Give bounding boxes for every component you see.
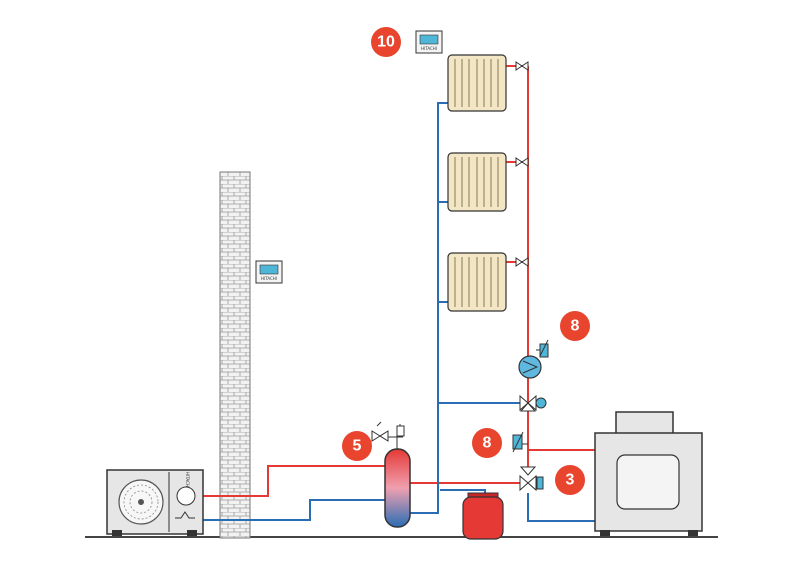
outdoor-unit-icon: HITACHI bbox=[106, 469, 204, 536]
radiator-icon bbox=[447, 252, 507, 312]
badge-thermostat-valve: 8 bbox=[472, 428, 502, 458]
svg-text:HITACHI: HITACHI bbox=[421, 46, 437, 51]
three-way-valve-icon bbox=[519, 466, 544, 492]
thermostat-icon bbox=[512, 431, 528, 453]
svg-text:8: 8 bbox=[571, 318, 580, 335]
radiator-icon bbox=[447, 152, 507, 212]
cold-pipes bbox=[202, 102, 595, 522]
svg-text:HITACHI: HITACHI bbox=[261, 276, 277, 281]
badge-buffer-tank: 5 bbox=[342, 431, 372, 461]
svg-text:8: 8 bbox=[483, 435, 492, 452]
safety-valve-icon bbox=[371, 421, 405, 449]
wall-controller-icon: HITACHI bbox=[255, 260, 283, 284]
svg-text:3: 3 bbox=[566, 472, 575, 489]
wall-icon bbox=[219, 171, 251, 539]
badge-boiler-valve: 3 bbox=[555, 465, 585, 495]
fan-icon bbox=[118, 479, 164, 525]
badge-controller: 10 bbox=[371, 27, 401, 57]
controller-icon: HITACHI bbox=[415, 30, 443, 54]
circulation-pump-icon bbox=[518, 339, 549, 379]
svg-text:10: 10 bbox=[377, 34, 395, 51]
boiler-icon bbox=[594, 411, 703, 536]
radiator-icon bbox=[447, 54, 507, 112]
buffer-tank-icon bbox=[384, 448, 411, 528]
radiator-valve-icon bbox=[515, 61, 529, 267]
badge-thermostat-pump: 8 bbox=[560, 311, 590, 341]
svg-text:HITACHI: HITACHI bbox=[185, 472, 190, 488]
three-way-valve-icon bbox=[519, 394, 547, 412]
svg-text:5: 5 bbox=[353, 438, 362, 455]
expansion-vessel-icon bbox=[462, 492, 504, 540]
